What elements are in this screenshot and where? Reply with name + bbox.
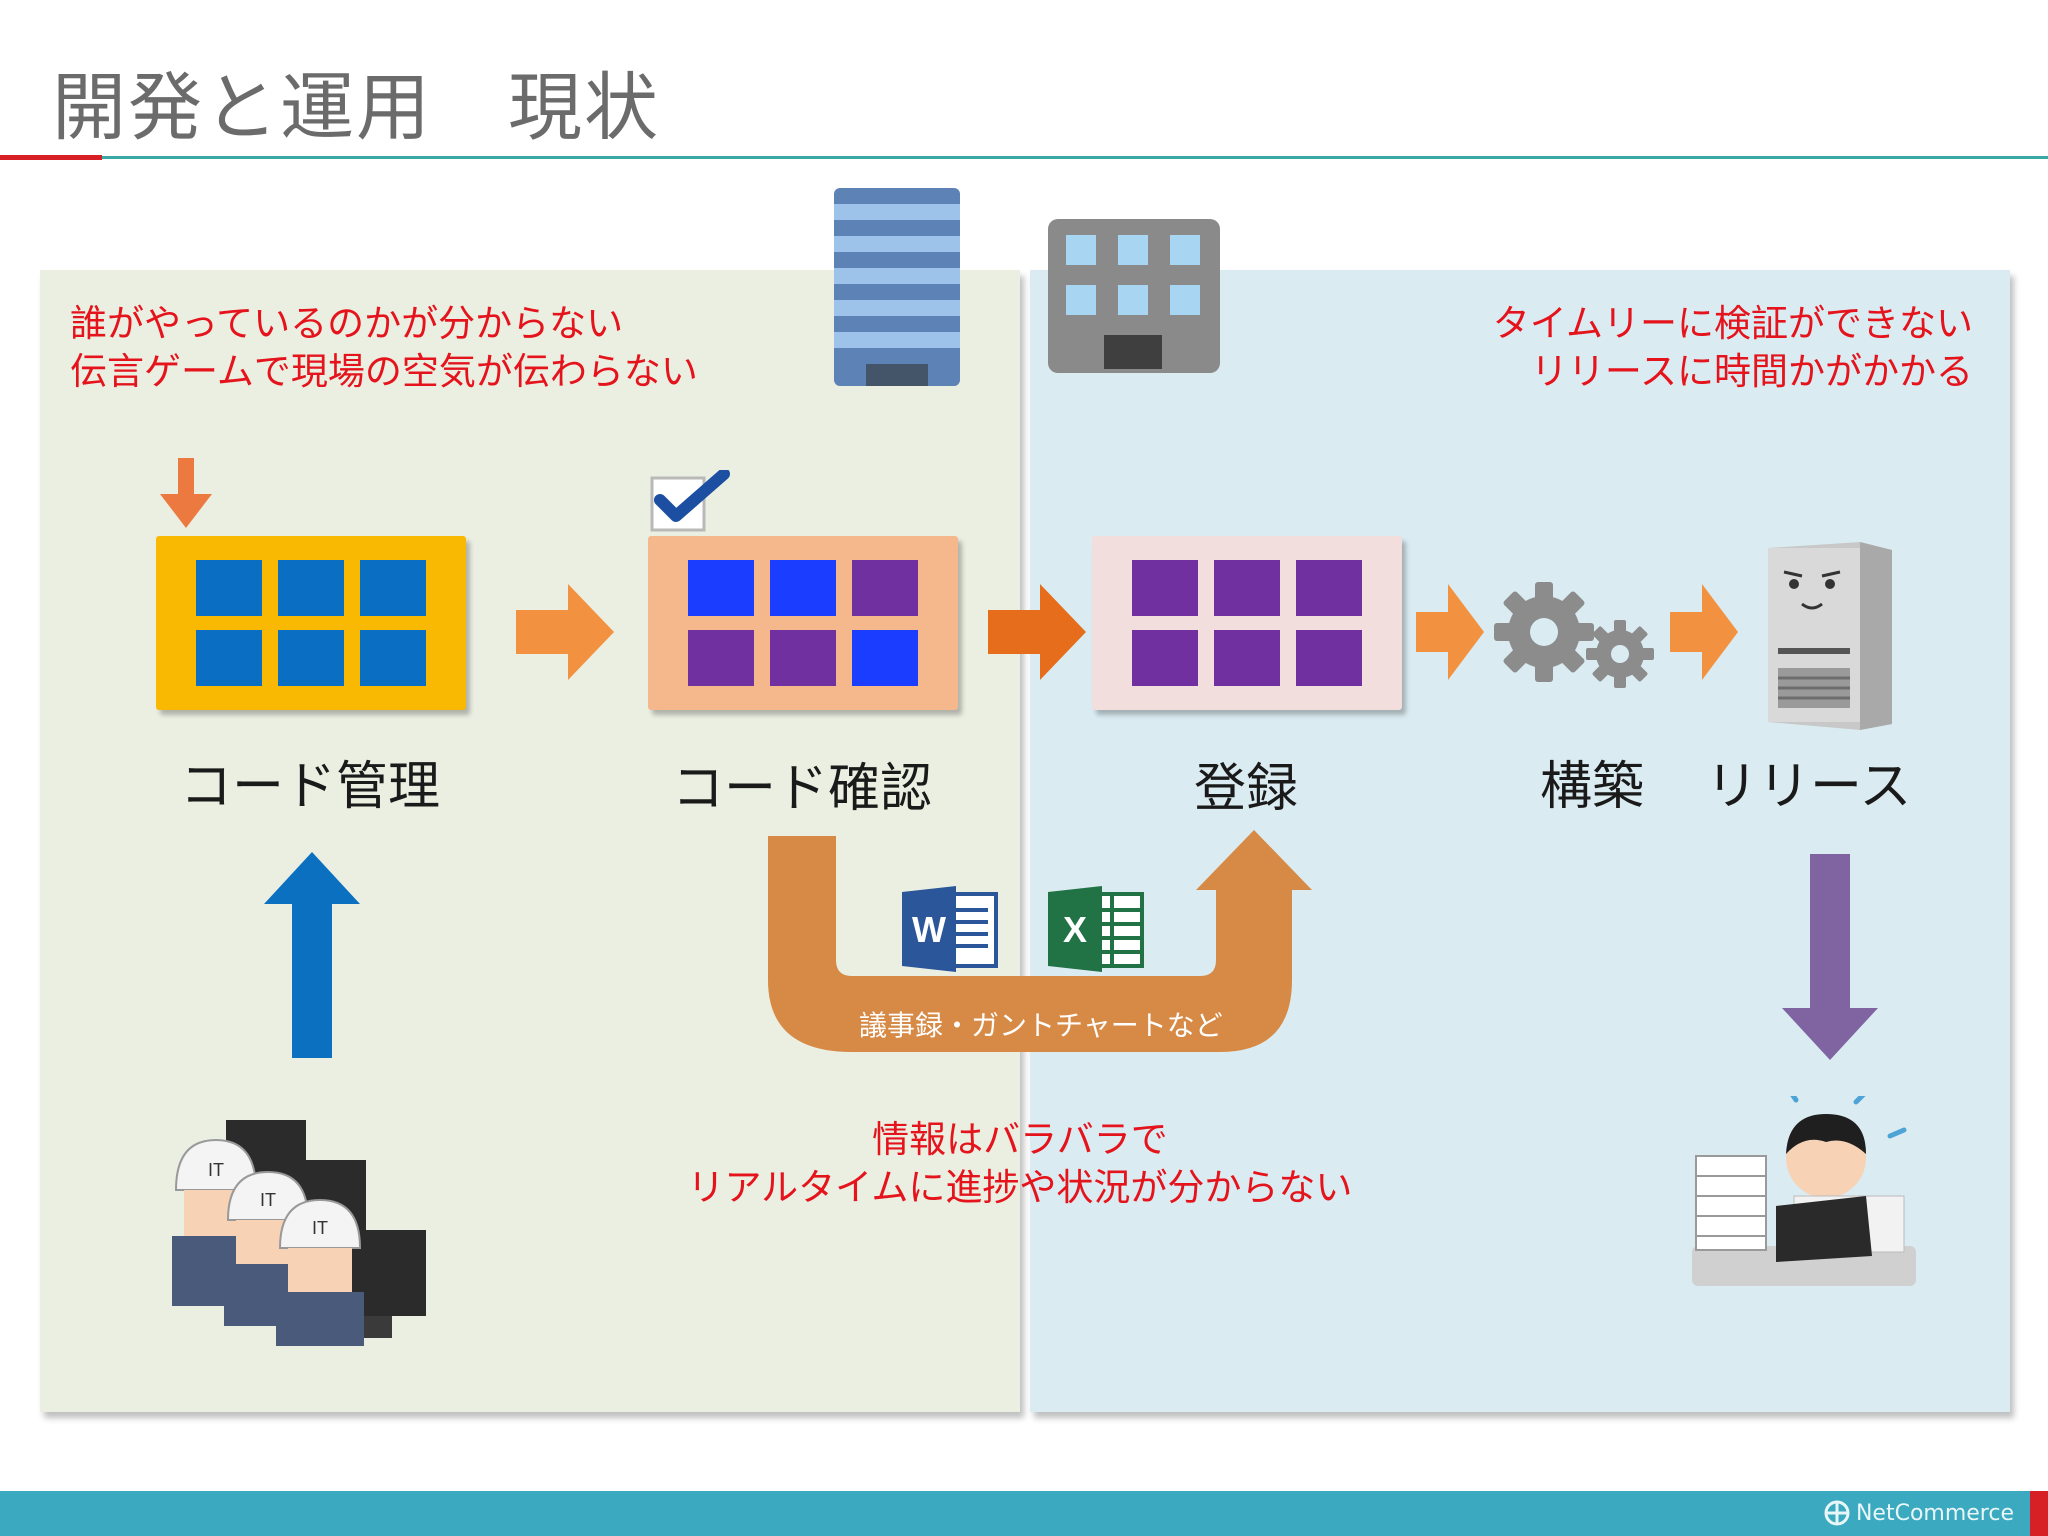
- title-underline-accent: [0, 155, 102, 160]
- office-icon: [1048, 219, 1220, 373]
- note-line: タイムリーに検証ができない: [1492, 302, 1973, 345]
- code-block: [360, 630, 426, 686]
- busy-worker-illustration: [1692, 1096, 1916, 1286]
- svg-text:X: X: [1063, 909, 1087, 950]
- down-arrow-icon: [1782, 854, 1878, 1060]
- note-line: 情報はバラバラで: [872, 1118, 1168, 1161]
- code-management-blocks: [196, 560, 426, 686]
- code-block: [852, 560, 918, 616]
- step-label-build: 構築: [1540, 757, 1645, 817]
- code-block: [1214, 560, 1280, 616]
- code-block: [1132, 560, 1198, 616]
- workers-illustration: IT IT IT: [172, 1120, 426, 1346]
- code-block: [688, 630, 754, 686]
- registration-blocks: [1132, 560, 1362, 686]
- brand-name: NetCommerce: [1855, 1500, 2014, 1526]
- note-line: リアルタイムに進捗や状況が分からない: [687, 1166, 1353, 1209]
- svg-text:IT: IT: [260, 1190, 276, 1210]
- building-icon: [834, 188, 960, 386]
- up-arrow-icon: [264, 852, 360, 1058]
- code-block: [770, 630, 836, 686]
- slide-title: 開発と運用 現状: [52, 65, 660, 151]
- footer-bar: [0, 1491, 2048, 1536]
- code-block: [852, 630, 918, 686]
- excel-icon: X: [1048, 886, 1144, 972]
- step-label-release: リリース: [1706, 757, 1912, 817]
- code-block: [1296, 560, 1362, 616]
- footer-brand: NetCommerce: [1824, 1500, 2014, 1526]
- title-underline: [0, 156, 2048, 159]
- code-block: [278, 560, 344, 616]
- code-block: [1214, 630, 1280, 686]
- down-arrow-icon: [160, 458, 212, 528]
- flow-arrow: [1416, 584, 1484, 680]
- code-block: [196, 560, 262, 616]
- word-icon: W: [902, 886, 998, 972]
- step-label-registration: 登録: [1194, 759, 1299, 819]
- code-block: [1296, 630, 1362, 686]
- code-block: [1132, 630, 1198, 686]
- flow-arrow: [516, 584, 614, 680]
- code-review-blocks: [688, 560, 918, 686]
- note-line: 伝言ゲームで現場の空気が伝わらない: [70, 350, 698, 393]
- note-line: リリースに時間かがかかる: [1530, 350, 1973, 393]
- code-block: [196, 630, 262, 686]
- documents-caption: 議事録・ガントチャートなど: [859, 1009, 1223, 1042]
- operations-issues-note: タイムリーに検証ができない リリースに時間かがかかる: [1493, 300, 1973, 396]
- code-block: [360, 560, 426, 616]
- information-scattered-note: 情報はバラバラで リアルタイムに進捗や状況が分からない: [660, 1116, 1380, 1212]
- footer-accent: [2030, 1491, 2048, 1536]
- step-label-code-management: コード管理: [180, 757, 441, 817]
- svg-text:IT: IT: [208, 1160, 224, 1180]
- development-issues-note: 誰がやっているのかが分からない 伝言ゲームで現場の空気が伝わらない: [70, 300, 698, 396]
- flow-arrow: [1670, 584, 1738, 680]
- code-block: [770, 560, 836, 616]
- svg-text:IT: IT: [312, 1218, 328, 1238]
- note-line: 誰がやっているのかが分からない: [70, 302, 624, 345]
- step-label-code-review: コード確認: [672, 759, 933, 819]
- code-block: [688, 560, 754, 616]
- gear-icon: [1494, 582, 1654, 688]
- flow-arrow: [988, 584, 1086, 680]
- server-icon: [1768, 542, 1892, 730]
- u-turn-arrow: [768, 830, 1312, 1052]
- checkmark-icon: [650, 470, 730, 532]
- svg-text:W: W: [912, 909, 946, 950]
- code-block: [278, 630, 344, 686]
- netcommerce-logo: [1824, 1500, 1850, 1526]
